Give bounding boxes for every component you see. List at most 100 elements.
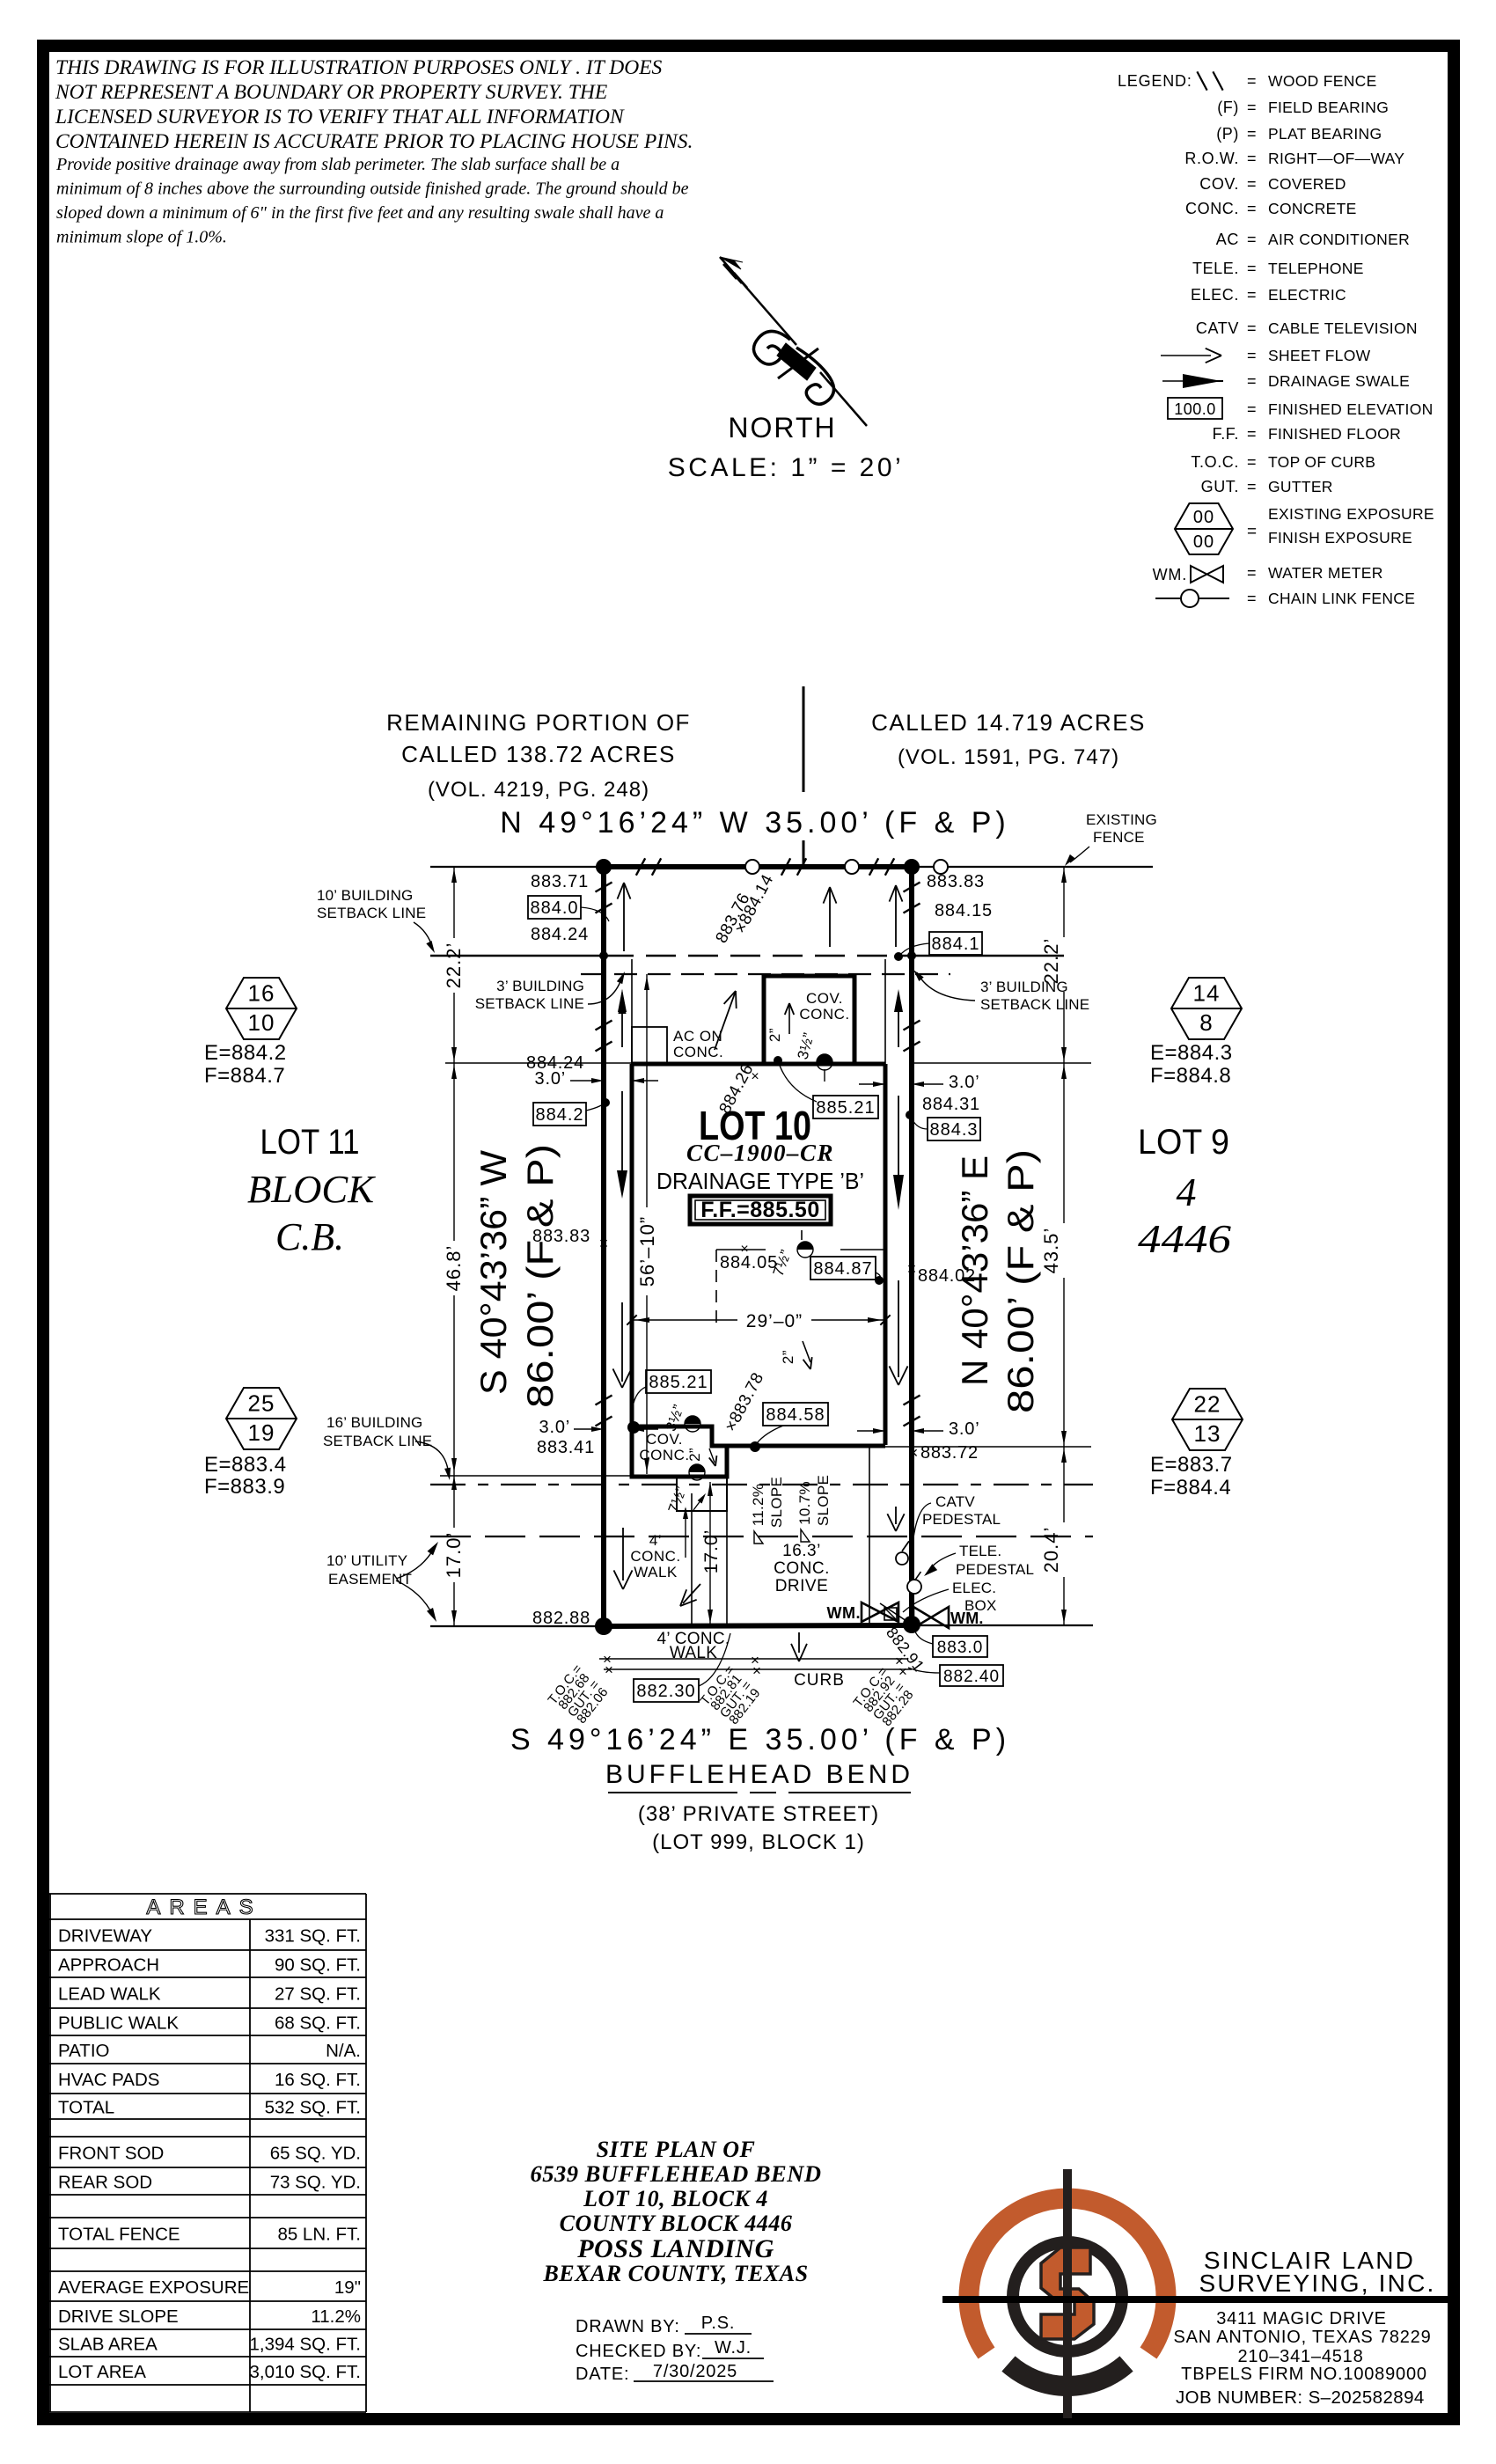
svg-text:E=884.2: E=884.2 <box>204 1041 287 1065</box>
svg-text:GUTTER: GUTTER <box>1268 478 1333 495</box>
svg-text:REAR SOD: REAR SOD <box>58 2173 152 2193</box>
svg-text:AIR CONDITIONER: AIR CONDITIONER <box>1268 231 1410 248</box>
svg-text:SLAB AREA: SLAB AREA <box>58 2335 158 2355</box>
svg-text:C.B.: C.B. <box>275 1215 344 1258</box>
svg-text:ELEC.: ELEC. <box>952 1580 996 1596</box>
svg-text:R.O.W.: R.O.W. <box>1184 150 1239 167</box>
svg-text:W.J.: W.J. <box>715 2338 752 2358</box>
svg-text:BEXAR COUNTY, TEXAS: BEXAR COUNTY, TEXAS <box>542 2261 808 2286</box>
svg-text:N 40°43’36” E: N 40°43’36” E <box>954 1155 995 1386</box>
svg-text:73 SQ. YD.: 73 SQ. YD. <box>270 2173 361 2193</box>
svg-text:LOT 9: LOT 9 <box>1138 1123 1229 1162</box>
svg-text:×: × <box>599 1235 609 1252</box>
svg-text:883.0: 883.0 <box>937 1639 984 1657</box>
svg-text:(P): (P) <box>1216 125 1239 143</box>
svg-text:PATIO: PATIO <box>58 2041 109 2061</box>
svg-text:(VOL. 4219, PG. 248): (VOL. 4219, PG. 248) <box>428 778 649 802</box>
svg-text:(VOL. 1591, PG. 747): (VOL. 1591, PG. 747) <box>898 745 1119 769</box>
svg-text:TOP OF CURB: TOP OF CURB <box>1268 453 1375 471</box>
svg-text:FRONT SOD: FRONT SOD <box>58 2144 164 2164</box>
svg-text:4’: 4’ <box>649 1532 662 1549</box>
svg-text:minimum slope of 1.0%.: minimum slope of 1.0%. <box>56 228 227 247</box>
svg-text:331 SQ. FT.: 331 SQ. FT. <box>265 1926 361 1947</box>
svg-text:F=884.7: F=884.7 <box>204 1064 285 1088</box>
svg-text:LOT 10: LOT 10 <box>699 1103 811 1148</box>
svg-text:CABLE TELEVISION: CABLE TELEVISION <box>1268 319 1418 337</box>
svg-text:TELE.: TELE. <box>959 1543 1001 1559</box>
svg-text:E=884.3: E=884.3 <box>1150 1041 1233 1065</box>
svg-text:DRIVEWAY: DRIVEWAY <box>58 1926 152 1947</box>
svg-text:884.15: 884.15 <box>935 901 993 920</box>
svg-text:4: 4 <box>1177 1170 1197 1214</box>
svg-text:25: 25 <box>248 1390 275 1416</box>
svg-text:17.0’: 17.0’ <box>701 1529 722 1574</box>
svg-text:×: × <box>740 1242 748 1257</box>
svg-text:×: × <box>907 1260 917 1278</box>
svg-text:=: = <box>1247 72 1257 90</box>
svg-text:3.0’: 3.0’ <box>535 1069 566 1089</box>
svg-text:×: × <box>751 1069 759 1084</box>
svg-text:EXISTING EXPOSURE: EXISTING EXPOSURE <box>1268 505 1434 523</box>
svg-text:13: 13 <box>1194 1420 1221 1447</box>
svg-text:20.4’: 20.4’ <box>1040 1527 1062 1573</box>
svg-text:11.2%: 11.2% <box>311 2306 361 2327</box>
svg-text:F.F.: F.F. <box>1213 425 1239 443</box>
svg-text:APPROACH: APPROACH <box>58 1955 159 1976</box>
svg-text:PLAT BEARING: PLAT BEARING <box>1268 125 1382 143</box>
svg-text:E=883.7: E=883.7 <box>1150 1453 1233 1477</box>
svg-text:85 LN. FT.: 85 LN. FT. <box>277 2225 361 2245</box>
svg-text:×: × <box>605 1661 613 1678</box>
svg-text:CURB: CURB <box>794 1671 845 1690</box>
svg-text:882.40: 882.40 <box>943 1668 1000 1686</box>
svg-text:CONC.: CONC. <box>639 1447 689 1463</box>
svg-text:SAN ANTONIO, TEXAS 78229: SAN ANTONIO, TEXAS 78229 <box>1173 2328 1431 2347</box>
svg-text:4446: 4446 <box>1138 1216 1231 1261</box>
svg-text:×: × <box>603 1651 612 1668</box>
svg-text:COVERED: COVERED <box>1268 175 1346 193</box>
svg-text:22.2’: 22.2’ <box>443 942 465 989</box>
svg-text:F=884.8: F=884.8 <box>1150 1064 1231 1088</box>
svg-text:19: 19 <box>248 1419 275 1446</box>
svg-text:LICENSED SURVEYOR IS TO VERIFY: LICENSED SURVEYOR IS TO VERIFY THAT ALL … <box>55 106 625 128</box>
svg-text:=: = <box>1247 175 1257 193</box>
svg-text:FINISH EXPOSURE: FINISH EXPOSURE <box>1268 529 1412 546</box>
svg-text:COV.: COV. <box>646 1431 683 1448</box>
svg-text:SCALE: 1” = 20’: SCALE: 1” = 20’ <box>668 453 904 482</box>
svg-text:LOT 10, BLOCK 4: LOT 10, BLOCK 4 <box>583 2186 768 2211</box>
svg-text:×: × <box>895 1653 904 1669</box>
svg-text:LOT 11: LOT 11 <box>260 1123 360 1162</box>
svg-text:BLOCK: BLOCK <box>247 1168 377 1211</box>
svg-text:885.21: 885.21 <box>649 1373 708 1392</box>
svg-text:=: = <box>1247 523 1258 541</box>
svg-text:22.2’: 22.2’ <box>1040 938 1062 985</box>
svg-text:CONC.: CONC. <box>1185 200 1239 217</box>
svg-text:N 49°16’24” W 35.00’ (F &: N 49°16’24” W 35.00’ (F & P) <box>500 806 1009 840</box>
svg-text:210–341–4518: 210–341–4518 <box>1237 2347 1363 2366</box>
svg-text:minimum of 8 inches above the: minimum of 8 inches above the surroundin… <box>56 180 689 199</box>
svg-text:883.71: 883.71 <box>531 872 589 891</box>
svg-text:10’ UTILITY: 10’ UTILITY <box>326 1552 407 1569</box>
svg-text:SETBACK LINE: SETBACK LINE <box>323 1433 432 1449</box>
svg-text:16 SQ. FT.: 16 SQ. FT. <box>275 2070 361 2090</box>
svg-text:11.2%: 11.2% <box>750 1484 766 1526</box>
svg-text:3’ BUILDING: 3’ BUILDING <box>980 979 1068 995</box>
svg-text:TELEPHONE: TELEPHONE <box>1268 260 1364 277</box>
svg-text:=: = <box>1247 564 1257 582</box>
svg-text:JOB NUMBER: S–202582894: JOB NUMBER: S–202582894 <box>1176 2387 1425 2408</box>
svg-text:882.30: 882.30 <box>636 1682 695 1701</box>
svg-text:SETBACK LINE: SETBACK LINE <box>475 995 584 1012</box>
svg-text:sloped down a minimum of 6" in: sloped down a minimum of 6" in the first… <box>56 203 664 223</box>
svg-text:F=884.4: F=884.4 <box>1150 1476 1231 1500</box>
svg-text:RIGHT—OF—WAY: RIGHT—OF—WAY <box>1268 150 1404 167</box>
svg-text:PUBLIC WALK: PUBLIC WALK <box>58 2013 179 2034</box>
svg-text:AVERAGE EXPOSURE: AVERAGE EXPOSURE <box>58 2277 249 2298</box>
svg-text:16: 16 <box>248 979 275 1006</box>
svg-text:65 SQ. YD.: 65 SQ. YD. <box>270 2144 361 2164</box>
svg-text:Provide positive drainage away: Provide positive drainage away from slab… <box>55 155 620 174</box>
svg-text:SLOPE: SLOPE <box>768 1477 785 1528</box>
svg-text:COV.: COV. <box>1199 175 1239 193</box>
svg-text:=: = <box>1247 319 1257 337</box>
svg-text:884.3: 884.3 <box>929 1120 978 1140</box>
svg-text:E=883.4: E=883.4 <box>204 1453 287 1477</box>
svg-text:8: 8 <box>1199 1009 1213 1036</box>
